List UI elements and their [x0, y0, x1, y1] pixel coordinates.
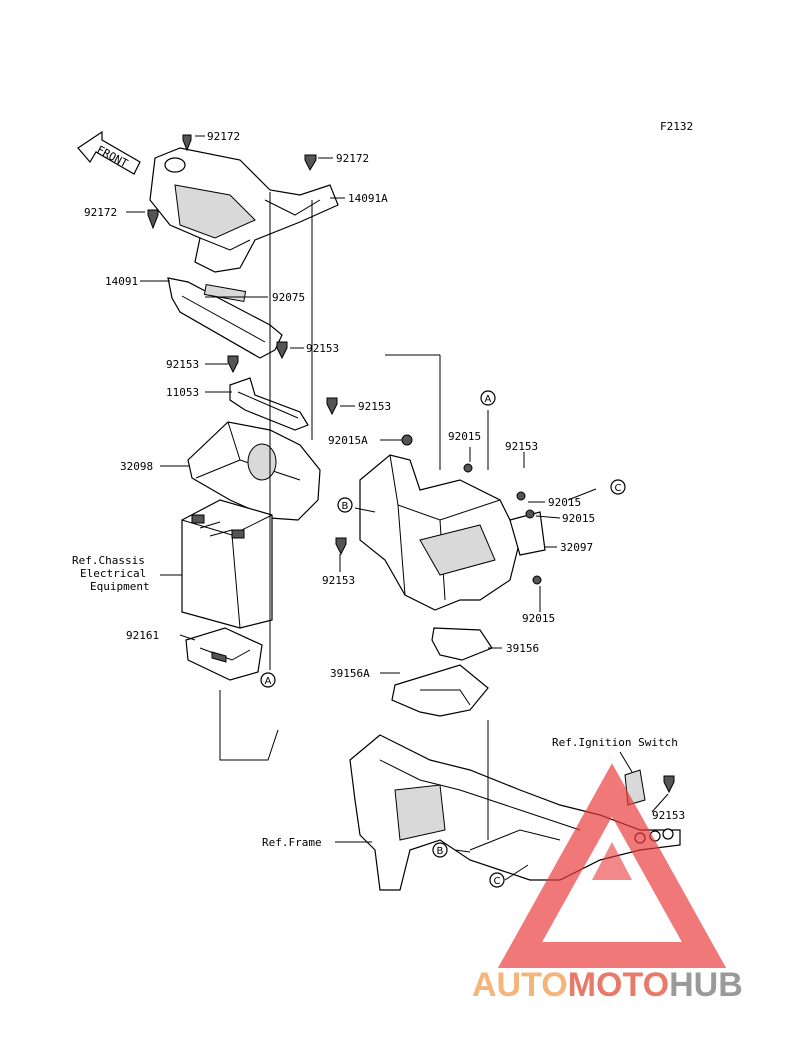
- label-92161: 92161: [126, 629, 159, 642]
- label-92172-b: 92172: [336, 152, 369, 165]
- label-92153-e: 92153: [322, 574, 355, 587]
- diagram-code: F2132: [660, 120, 693, 133]
- watermark-text: AUTOMOTOHUB: [472, 966, 743, 1004]
- callout-b-top: B: [337, 497, 353, 513]
- label-92015-c: 92015: [562, 512, 595, 525]
- label-11053: 11053: [166, 386, 199, 399]
- label-92015-a: 92015: [448, 430, 481, 443]
- watermark-auto: AUTO: [472, 966, 568, 1004]
- label-92153-c: 92153: [358, 400, 391, 413]
- svg-text:C: C: [615, 483, 622, 494]
- label-14091: 14091: [105, 275, 138, 288]
- label-92075: 92075: [272, 291, 305, 304]
- pad-92161: [185, 627, 263, 681]
- svg-text:AUTOMOTOHUB: AUTOMOTOHUB: [472, 966, 743, 1004]
- front-arrow-icon: FRONT: [77, 130, 141, 175]
- label-14091A: 14091A: [348, 192, 388, 205]
- svg-text:A: A: [485, 394, 492, 405]
- label-39156A: 39156A: [330, 667, 370, 680]
- ref-chassis-line2: Electrical: [80, 567, 146, 580]
- callout-c-top: C: [610, 479, 626, 495]
- bolt-icon-4: [227, 355, 239, 374]
- bolt-icon-6: [326, 397, 338, 416]
- watermark-logo: [497, 763, 727, 968]
- label-92153-d: 92153: [505, 440, 538, 453]
- callout-a-top: A: [480, 390, 496, 406]
- bolt-icon-5: [276, 341, 288, 360]
- bolt-icon-3: [147, 209, 159, 230]
- bolt-icon-2: [304, 154, 317, 172]
- watermark-hub: HUB: [669, 966, 743, 1004]
- bolt-icon-7: [335, 537, 347, 556]
- leader-lines: [126, 135, 669, 881]
- pad-39156: [431, 627, 493, 661]
- bracket-11053: [229, 377, 309, 431]
- bolt-icon-1: [182, 134, 192, 152]
- label-92153-b: 92153: [306, 342, 339, 355]
- ref-frame: Ref.Frame: [262, 836, 322, 849]
- ref-chassis-line1: Ref.Chassis: [72, 554, 145, 567]
- bolt-icon-8: [663, 775, 675, 794]
- callout-b-bottom: B: [432, 842, 448, 858]
- label-39156: 39156: [506, 642, 539, 655]
- label-92153-f: 92153: [652, 809, 685, 822]
- svg-text:B: B: [437, 846, 444, 857]
- label-92015-d: 92015: [522, 612, 555, 625]
- battery: [181, 499, 273, 629]
- callout-c-bottom: C: [489, 872, 505, 888]
- label-92172-c: 92172: [84, 206, 117, 219]
- label-92015-b: 92015: [548, 496, 581, 509]
- case-32098: [187, 421, 321, 521]
- watermark-moto: MOTO: [568, 966, 669, 1004]
- ref-ignition-switch: Ref.Ignition Switch: [552, 736, 678, 749]
- pad-39156A: [391, 664, 489, 717]
- bracket-14091: [167, 277, 283, 359]
- label-92153-a: 92153: [166, 358, 199, 371]
- svg-text:C: C: [494, 876, 501, 887]
- svg-text:A: A: [265, 676, 272, 687]
- frame: [349, 734, 681, 891]
- callout-a-bottom: A: [260, 672, 276, 688]
- ref-chassis-line3: Equipment: [90, 580, 150, 593]
- label-32098: 32098: [120, 460, 153, 473]
- label-92015A: 92015A: [328, 434, 368, 447]
- battery-tray: [359, 434, 546, 611]
- label-92172-a: 92172: [207, 130, 240, 143]
- label-32097: 32097: [560, 541, 593, 554]
- svg-text:B: B: [342, 501, 349, 512]
